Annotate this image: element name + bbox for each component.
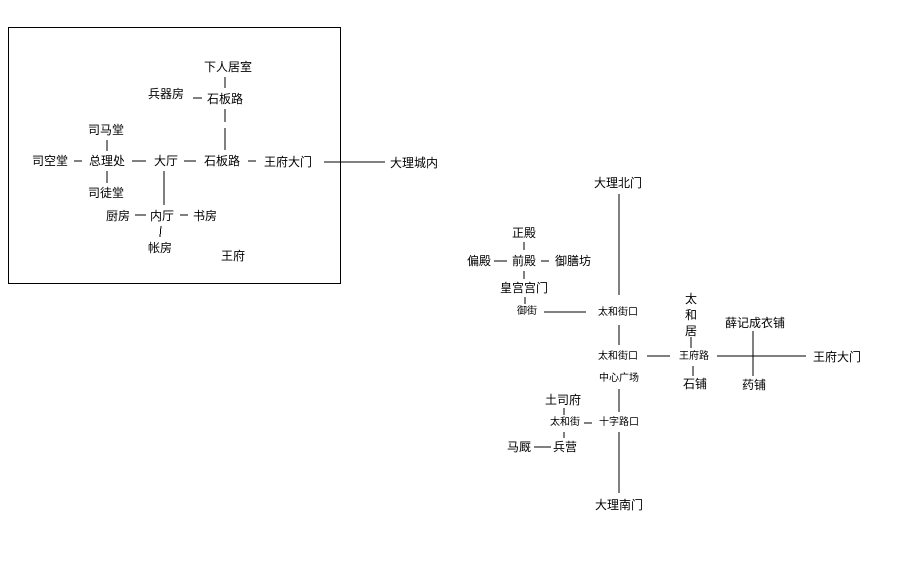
node-bingqifang: 兵器房 <box>147 87 185 101</box>
node-taihejiekou-1: 太和街口 <box>598 307 638 318</box>
node-huanggong-gongmen: 皇宫宫门 <box>499 281 549 295</box>
node-yujie: 御街 <box>517 306 537 317</box>
node-dating: 大厅 <box>153 154 179 168</box>
node-wangfulu: 王府路 <box>679 351 709 362</box>
node-xiaren-jushi: 下人居室 <box>203 60 253 74</box>
node-zhengdian: 正殿 <box>511 226 537 240</box>
node-taihejie: 太和街 <box>550 417 580 428</box>
node-zonglichu: 总理处 <box>88 154 126 168</box>
node-yaopu: 药铺 <box>741 378 767 392</box>
line-neiting-zhangfang <box>159 225 162 238</box>
node-shibanlu-upper: 石板路 <box>206 92 244 106</box>
node-shibanlu-main: 石板路 <box>203 154 241 168</box>
node-shipu: 石铺 <box>682 377 708 391</box>
palace-frame <box>8 27 341 284</box>
node-wangfu: 王府 <box>220 249 246 263</box>
node-zhongxin-guangchang: 中心广场 <box>599 373 639 384</box>
node-zhangfang: 帐房 <box>147 241 173 255</box>
node-situtang: 司徒堂 <box>87 186 125 200</box>
node-neiting: 内厅 <box>149 209 175 223</box>
node-bingying: 兵营 <box>552 440 578 454</box>
node-shufang: 书房 <box>192 209 218 223</box>
node-wangfu-damen-city: 王府大门 <box>812 350 862 364</box>
node-wangfu-damen: 王府大门 <box>263 155 313 169</box>
node-qiandian: 前殿 <box>511 254 537 268</box>
node-dali-beimen: 大理北门 <box>593 176 643 190</box>
node-taiheju: 太和居 <box>685 292 698 338</box>
node-sikongtang: 司空堂 <box>31 154 69 168</box>
node-majiu: 马厩 <box>506 440 532 454</box>
node-dali-chengnei: 大理城内 <box>389 156 439 170</box>
node-simatang: 司马堂 <box>87 123 125 137</box>
node-taihejiekou-2: 太和街口 <box>598 351 638 362</box>
node-chufang: 厨房 <box>105 209 131 223</box>
node-dali-nanmen: 大理南门 <box>594 498 644 512</box>
node-tusifu: 土司府 <box>544 393 582 407</box>
node-xueji-chengyipu: 薛记成衣铺 <box>724 316 786 330</box>
node-yushanfang: 御膳坊 <box>554 254 592 268</box>
node-piandian: 偏殿 <box>466 254 492 268</box>
node-shizi-lukou: 十字路口 <box>599 417 639 428</box>
